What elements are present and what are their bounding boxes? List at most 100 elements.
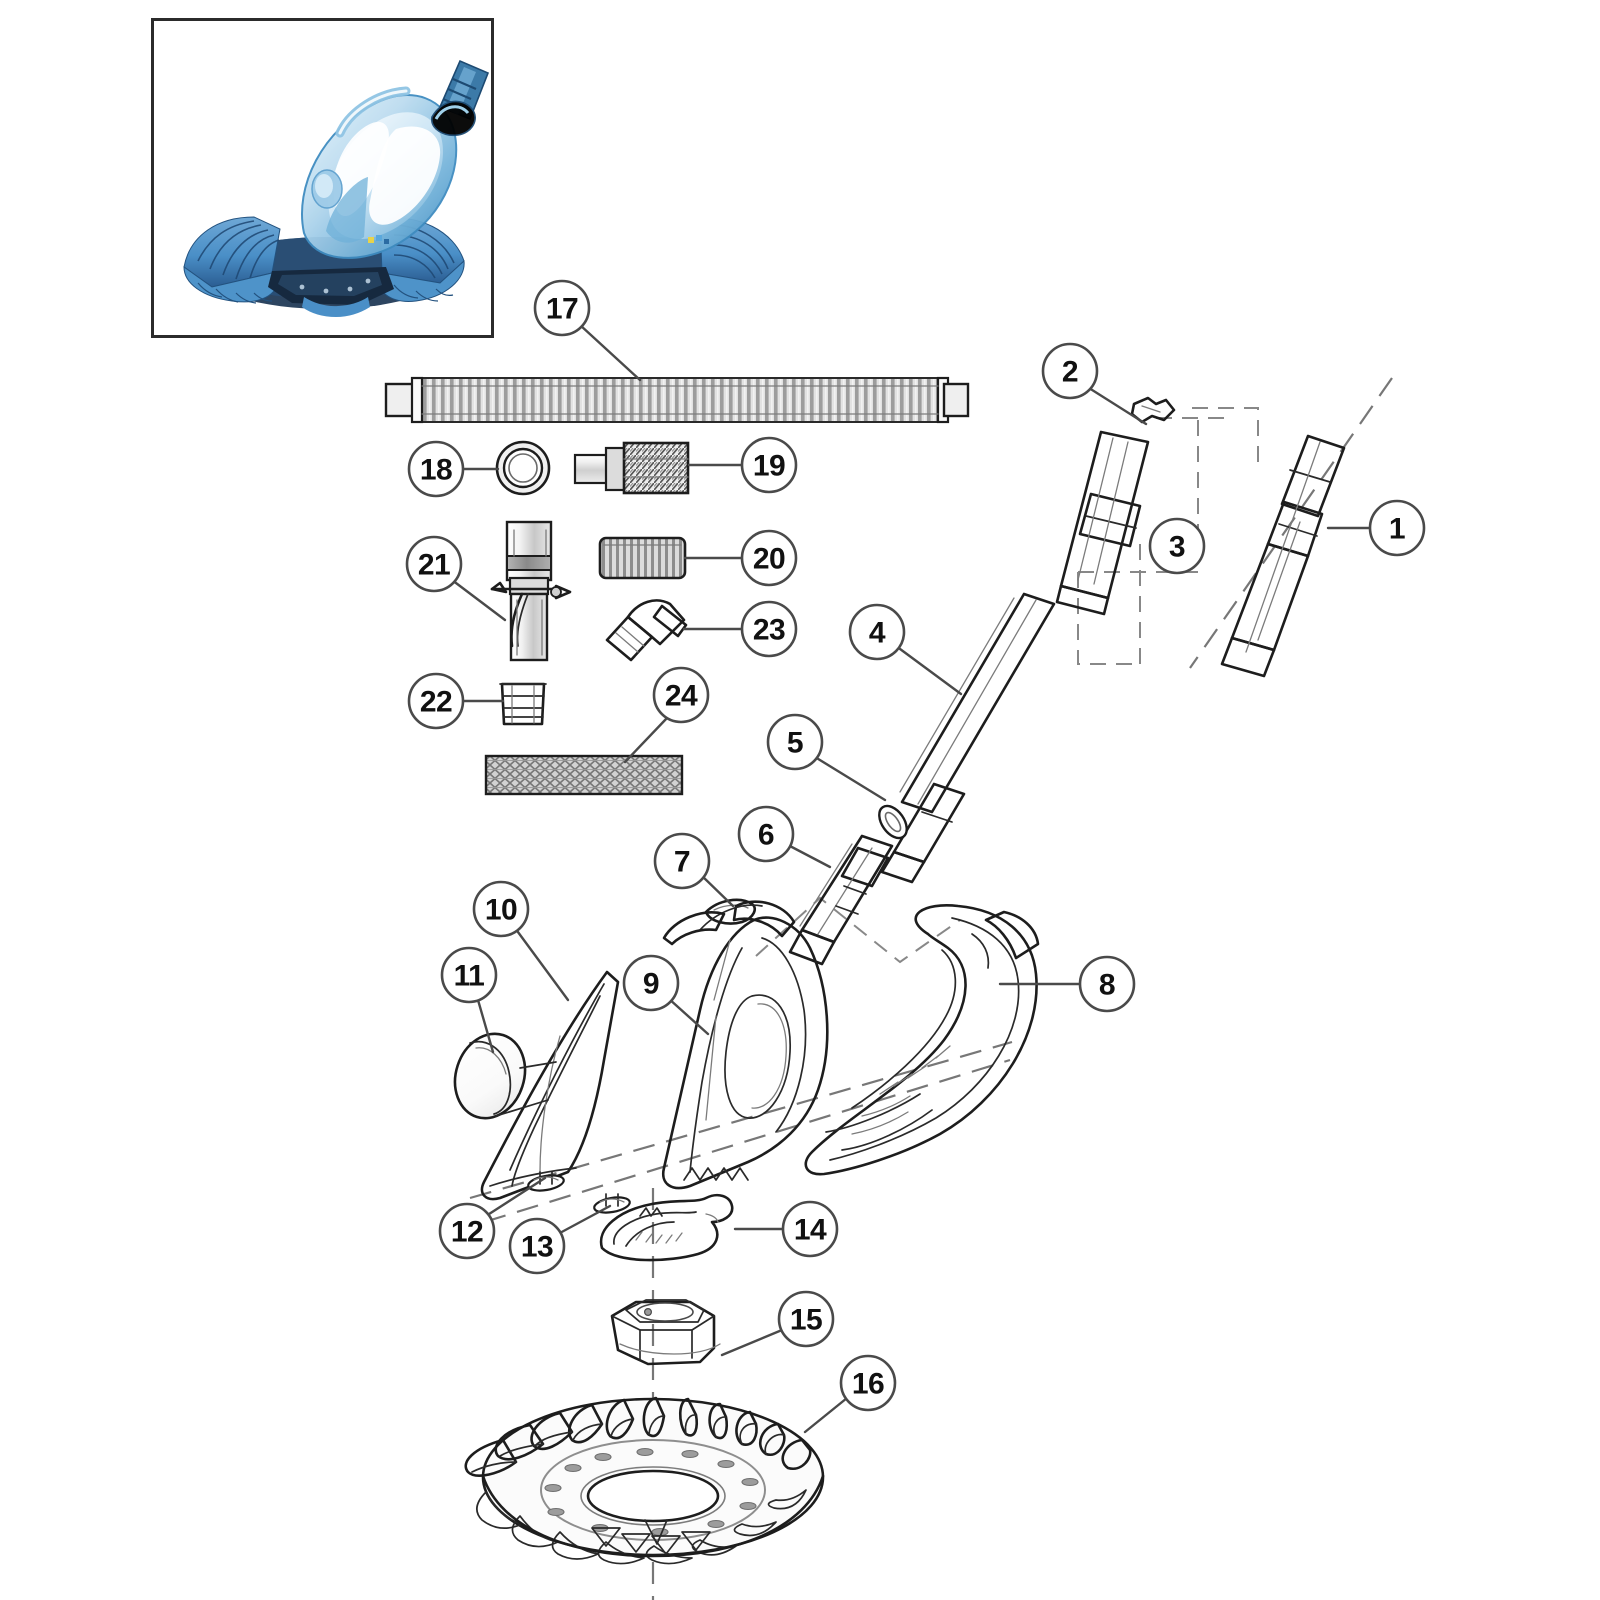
callout-14[interactable]: 14 [733,1200,839,1258]
part-18-o-ring [495,440,551,496]
callout-11[interactable]: 11 [440,946,498,1054]
callout-circle-1[interactable] [1368,499,1426,557]
callout-leader-12 [484,1176,547,1218]
callout-23[interactable]: 23 [682,600,798,658]
product-photo-frame [151,18,494,338]
callout-label-17: 17 [546,293,578,326]
callout-leader-10 [513,926,570,1002]
product-photo [154,21,491,335]
callout-label-5: 5 [787,727,803,760]
part-8-handle-shroud [804,904,1040,1176]
part-22-barb-adapter [499,682,547,726]
callout-20[interactable]: 20 [683,529,798,587]
callout-label-2: 2 [1062,356,1078,389]
part-20-cuff-sleeve [598,536,687,580]
part-1-hose-swivel [1220,434,1346,678]
callout-24[interactable]: 24 [623,666,710,764]
callout-circle-15[interactable] [777,1290,835,1348]
callout-label-9: 9 [643,968,659,1001]
part-11-end-cap [453,1032,557,1120]
callout-circle-5[interactable] [766,713,824,771]
callout-circle-7[interactable] [653,832,711,890]
callout-8[interactable]: 8 [998,955,1136,1013]
callout-7[interactable]: 7 [653,832,735,908]
part-21-flow-regulator [490,520,572,662]
callout-2[interactable]: 2 [1041,342,1148,426]
callout-circle-23[interactable] [740,600,798,658]
callout-12[interactable]: 12 [438,1176,547,1260]
callout-22[interactable]: 22 [407,672,505,730]
callout-15[interactable]: 15 [720,1290,835,1357]
callout-circle-13[interactable] [508,1217,566,1275]
callout-3[interactable]: 3 [1148,517,1206,575]
callout-1[interactable]: 1 [1326,499,1426,557]
callout-label-23: 23 [753,614,785,647]
callout-13[interactable]: 13 [508,1204,612,1275]
callout-circle-9[interactable] [622,954,680,1012]
callout-leader-15 [720,1328,784,1357]
part-16-finned-disc-skirt [464,1396,825,1565]
callout-10[interactable]: 10 [472,880,570,1002]
callout-label-18: 18 [420,454,452,487]
callout-label-15: 15 [790,1304,822,1337]
callout-circle-22[interactable] [407,672,465,730]
callout-label-6: 6 [758,819,774,852]
callout-9[interactable]: 9 [622,954,710,1036]
callout-21[interactable]: 21 [405,535,507,622]
callout-label-10: 10 [485,894,517,927]
part-9-main-body [661,900,829,1190]
callout-leader-13 [556,1204,612,1236]
callout-16[interactable]: 16 [803,1354,897,1434]
callout-leader-21 [450,578,507,622]
callout-label-16: 16 [852,1368,884,1401]
callout-circle-4[interactable] [848,603,906,661]
callout-17[interactable]: 17 [533,279,642,382]
part-3-swivel-barrel-upper [1055,430,1150,616]
callout-19[interactable]: 19 [687,436,798,494]
callout-circle-18[interactable] [407,440,465,498]
callout-label-7: 7 [674,846,690,879]
callout-label-19: 19 [753,450,785,483]
callout-circle-20[interactable] [740,529,798,587]
part-15-retainer-ring [610,1299,721,1366]
callout-leader-11 [476,998,495,1054]
callout-circle-10[interactable] [472,880,530,938]
callout-label-20: 20 [753,543,785,576]
callout-5[interactable]: 5 [766,713,887,802]
callout-leader-5 [813,755,887,802]
callout-circle-2[interactable] [1041,342,1099,400]
callout-4[interactable]: 4 [848,603,963,696]
callout-circle-3[interactable] [1148,517,1206,575]
part-14-diaphragm-seat [599,1193,734,1262]
part-17-corrugated-hose [384,376,970,424]
part-10-body-side-fin [480,970,620,1201]
callout-circle-16[interactable] [839,1354,897,1412]
callout-label-14: 14 [794,1214,827,1247]
callout-leader-6 [786,843,832,869]
callout-circle-12[interactable] [438,1202,496,1260]
callout-circle-8[interactable] [1078,955,1136,1013]
callout-leader-7 [698,872,735,908]
callout-label-13: 13 [521,1231,553,1264]
part-12-fastener [527,1171,565,1192]
callout-leader-9 [666,996,710,1036]
part-23-elbow-fitting [605,599,688,662]
callout-circle-19[interactable] [740,436,798,494]
callout-circle-11[interactable] [440,946,498,1004]
callout-leader-17 [578,323,642,382]
callout-leader-24 [623,716,669,764]
callout-leader-16 [803,1396,849,1434]
callout-circle-21[interactable] [405,535,463,593]
callout-circle-14[interactable] [781,1200,839,1258]
callout-circle-17[interactable] [533,279,591,337]
callout-circle-24[interactable] [652,666,710,724]
callout-label-3: 3 [1169,531,1185,564]
product-photo-art [154,21,491,335]
callout-6[interactable]: 6 [737,805,832,869]
callout-circle-6[interactable] [737,805,795,863]
part-6-lower-connector [788,834,894,966]
callout-18[interactable]: 18 [407,440,500,498]
callout-label-12: 12 [451,1216,483,1249]
